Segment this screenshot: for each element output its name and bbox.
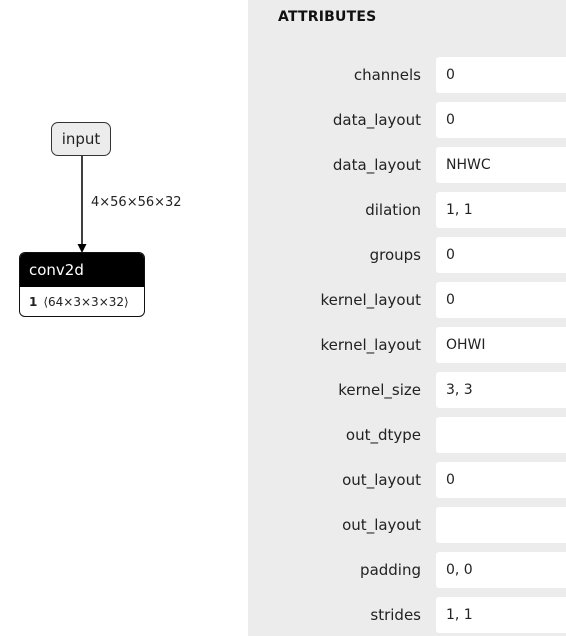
- attribute-value[interactable]: 0: [436, 462, 566, 498]
- input-node-label: input: [61, 130, 101, 148]
- attribute-value[interactable]: 3, 3: [436, 372, 566, 408]
- attribute-name: data_layout: [332, 156, 421, 174]
- attributes-heading: ATTRIBUTES: [278, 9, 377, 25]
- attribute-row: data_layout 0: [248, 102, 566, 138]
- attribute-row: dilation 1, 1: [248, 192, 566, 228]
- edge-shape-label: 4×56×56×32: [91, 195, 182, 210]
- attribute-name: padding: [360, 561, 421, 579]
- attribute-name: groups: [369, 246, 421, 264]
- edge-arrow: [77, 156, 87, 253]
- attribute-name: strides: [370, 606, 421, 624]
- attribute-row: kernel_size 3, 3: [248, 372, 566, 408]
- attribute-row: kernel_layout 0: [248, 282, 566, 318]
- attribute-row: data_layout NHWC: [248, 147, 566, 183]
- attribute-row: channels 0: [248, 57, 566, 93]
- attribute-value[interactable]: 0: [436, 237, 566, 273]
- attribute-name: kernel_layout: [320, 291, 422, 309]
- attribute-row: out_dtype: [248, 417, 566, 453]
- attribute-value[interactable]: [436, 507, 566, 543]
- attribute-value[interactable]: 0, 0: [436, 552, 566, 588]
- attribute-value[interactable]: NHWC: [436, 147, 566, 183]
- attribute-name: out_dtype: [345, 426, 421, 444]
- attribute-value[interactable]: 1, 1: [436, 597, 566, 633]
- attribute-name: out_layout: [342, 516, 421, 534]
- graph-canvas[interactable]: input 4×56×56×32 conv2d 1 ⟨64×3×3×32⟩: [0, 0, 248, 636]
- attribute-name: out_layout: [342, 471, 421, 489]
- conv2d-node-header: conv2d: [20, 253, 144, 287]
- input-node[interactable]: input: [51, 122, 111, 156]
- attribute-row: out_layout: [248, 507, 566, 543]
- attribute-row: kernel_layout OHWI: [248, 327, 566, 363]
- properties-panel: ATTRIBUTES channels 0 data_layout 0 data…: [248, 0, 566, 636]
- conv2d-node-title: conv2d: [29, 261, 84, 279]
- attribute-row: strides 1, 1: [248, 597, 566, 633]
- attribute-row: groups 0: [248, 237, 566, 273]
- attribute-value[interactable]: 0: [436, 282, 566, 318]
- attribute-value[interactable]: 0: [436, 102, 566, 138]
- weight-shape: ⟨64×3×3×32⟩: [43, 295, 129, 309]
- attribute-name: dilation: [365, 201, 421, 219]
- conv2d-node[interactable]: conv2d 1 ⟨64×3×3×32⟩: [19, 252, 145, 317]
- attribute-row: padding 0, 0: [248, 552, 566, 588]
- attribute-value[interactable]: [436, 417, 566, 453]
- attribute-name: channels: [353, 66, 421, 84]
- attribute-name: kernel_layout: [320, 336, 422, 354]
- weight-index: 1: [29, 295, 38, 309]
- attribute-value[interactable]: OHWI: [436, 327, 566, 363]
- attribute-name: data_layout: [332, 111, 421, 129]
- attribute-value[interactable]: 0: [436, 57, 566, 93]
- conv2d-node-weights: 1 ⟨64×3×3×32⟩: [20, 287, 144, 316]
- attribute-name: kernel_size: [338, 381, 421, 399]
- attribute-row: out_layout 0: [248, 462, 566, 498]
- attribute-value[interactable]: 1, 1: [436, 192, 566, 228]
